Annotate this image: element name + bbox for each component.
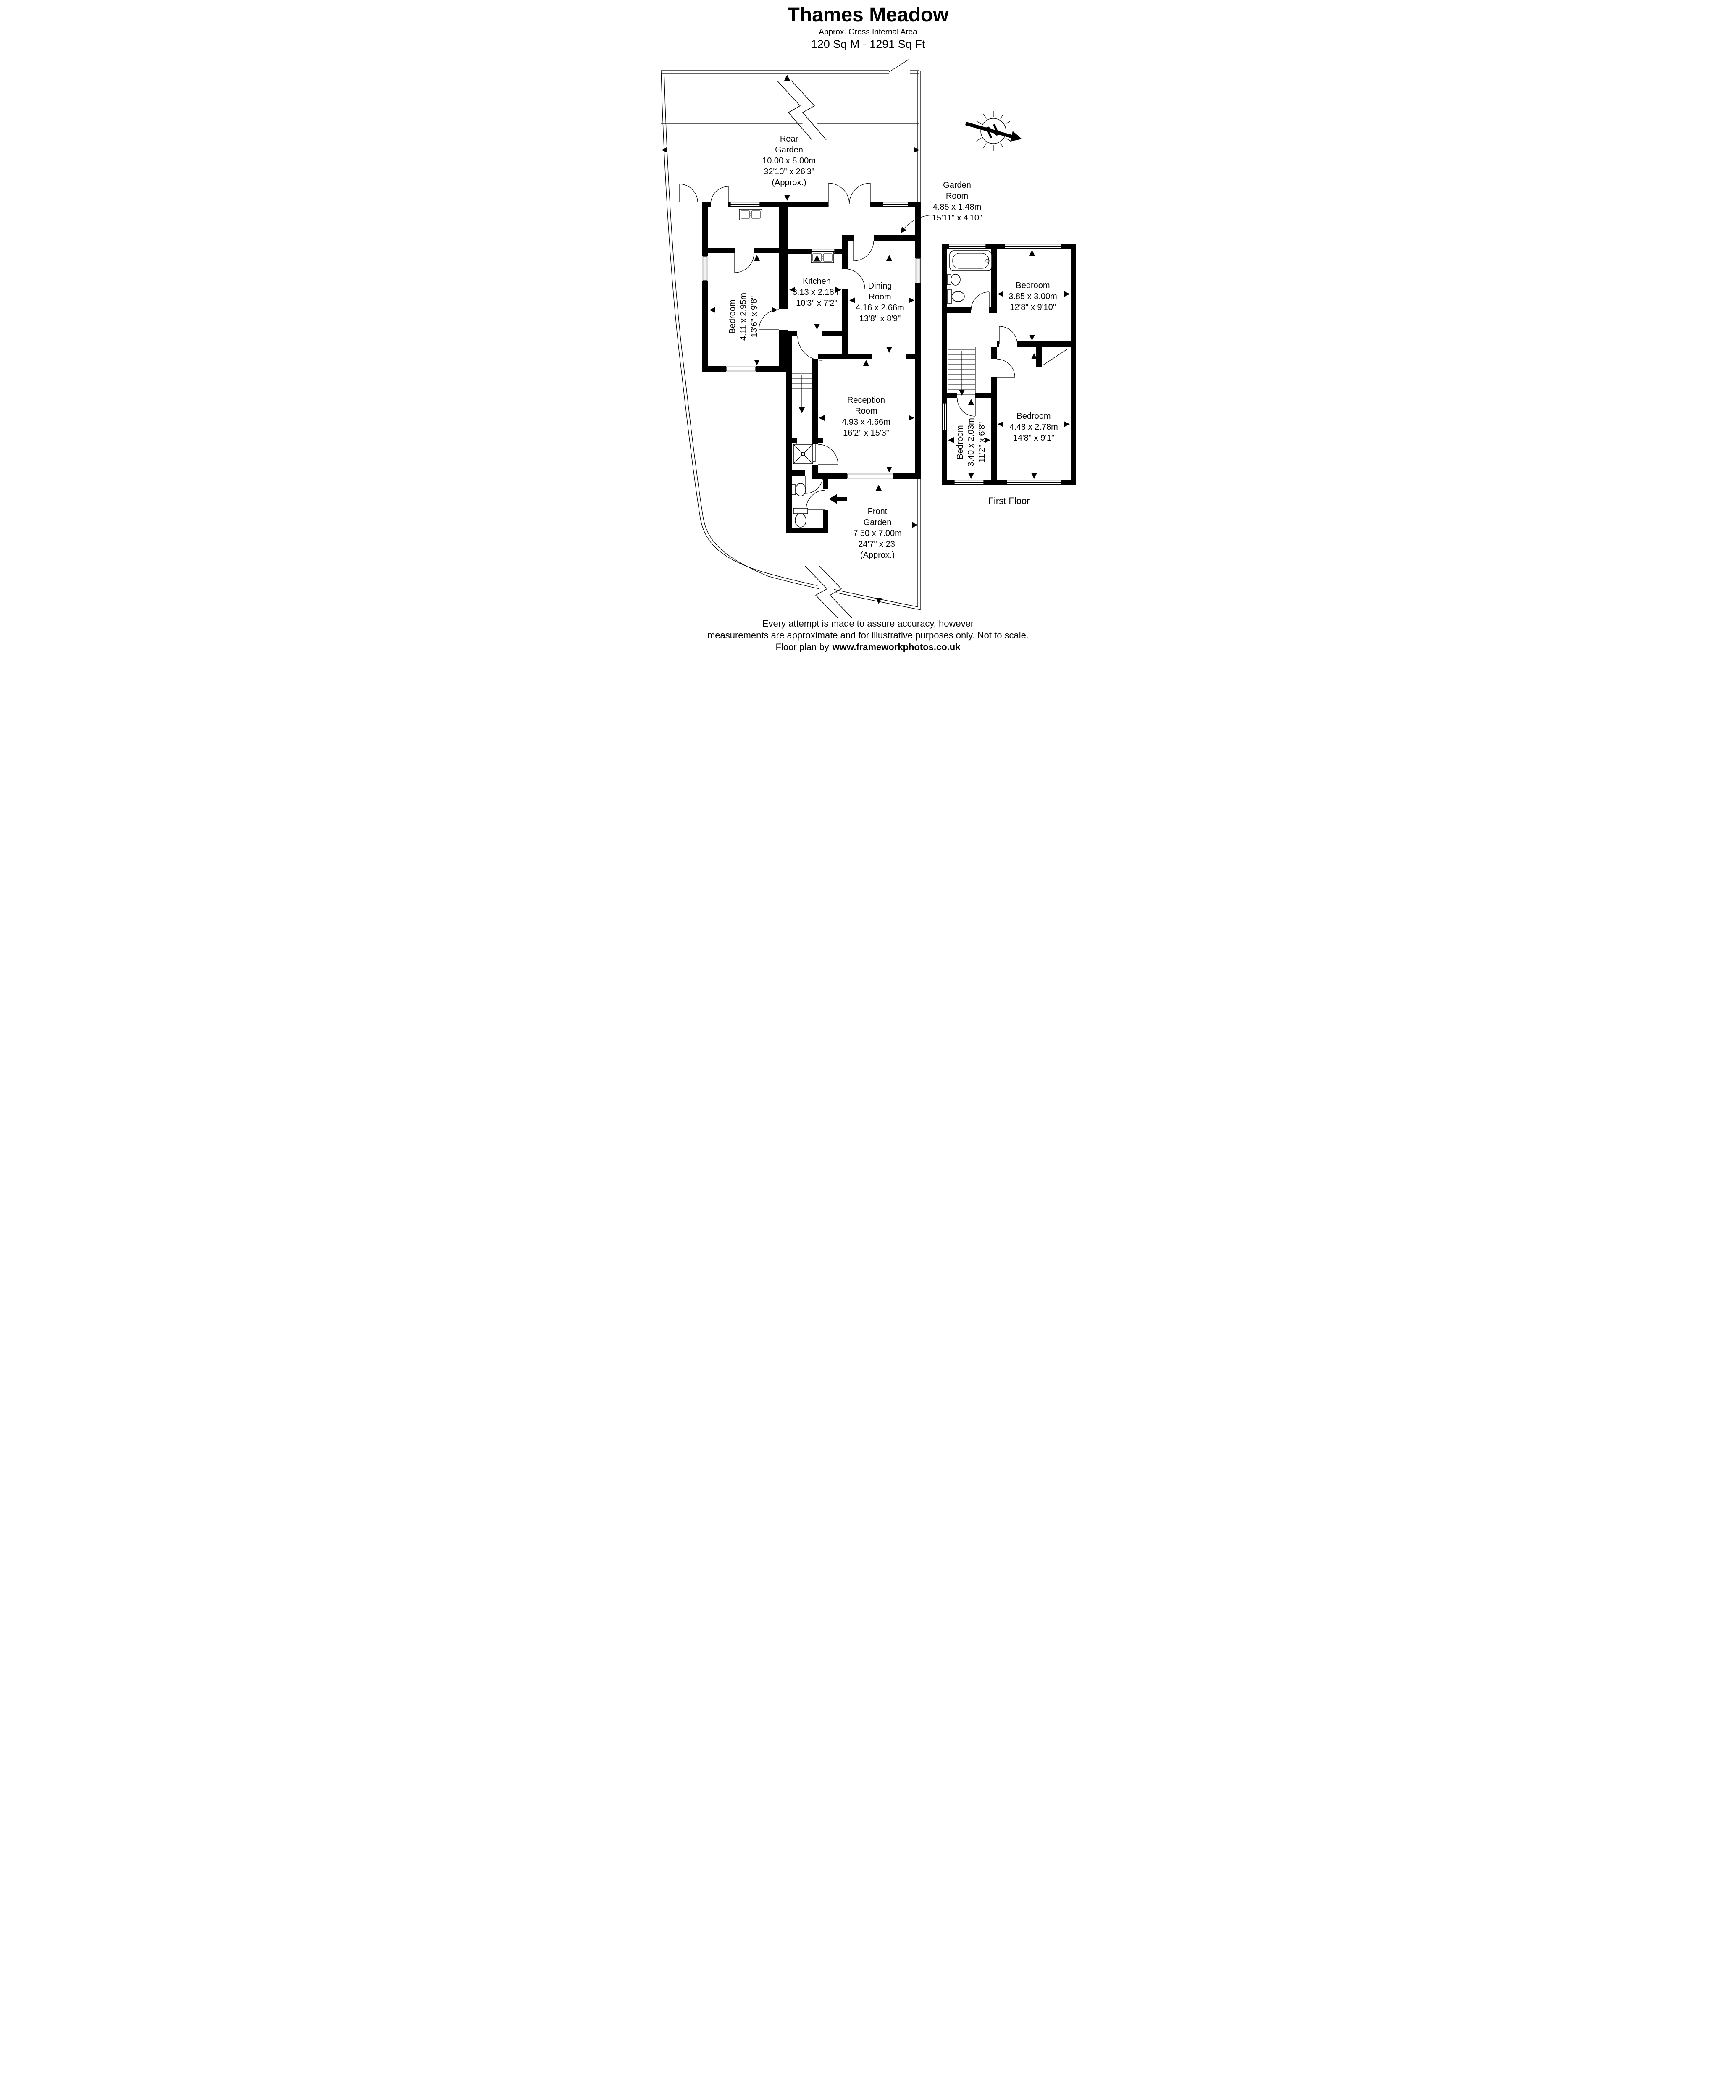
room-note: (Approx.): [860, 551, 895, 560]
room-imperial: 32'10" x 26'3": [764, 167, 814, 176]
room-imperial: 10'3" x 7'2": [796, 299, 838, 308]
room-label-bedroom-one: Bedroom 3.85 x 3.00m 12'8" x 9'10": [994, 280, 1072, 313]
stairs-ground: [792, 373, 812, 413]
room-label-rear-garden: Rear Garden 10.00 x 8.00m 32'10" x 26'3"…: [747, 134, 831, 188]
bathroom-basin-icon: [946, 274, 961, 286]
room-label-bedroom-two: Bedroom 4.48 x 2.78m 14'8" x 9'1": [995, 411, 1073, 444]
gross-area: 120 Sq M - 1291 Sq Ft: [811, 38, 925, 50]
room-label-bedroom-ground: Bedroom 4.11 x 2.95m 13'6" x 9'8": [727, 279, 760, 354]
room-name: Kitchen: [803, 277, 831, 286]
room-name: Reception Room: [847, 396, 885, 416]
break-line-bottom: [804, 566, 853, 619]
shower-icon: [793, 444, 813, 464]
bath-icon: [949, 250, 992, 271]
room-imperial: 13'8" x 8'9": [859, 314, 901, 323]
toilet-icon: [793, 508, 808, 528]
room-imperial: 15'11" x 4'10": [932, 213, 982, 223]
room-imperial: 13'6" x 9'8": [749, 296, 759, 338]
north-arrow-icon: N: [965, 111, 1022, 151]
room-name: Bedroom: [1016, 412, 1051, 421]
entrance-arrow-icon: [828, 494, 847, 504]
room-imperial: 16'2" x 15'3": [843, 428, 889, 438]
bathroom-toilet-icon: [946, 289, 965, 304]
first-floor-walls: [941, 244, 1076, 485]
disclaimer-line-1: Every attempt is made to assure accuracy…: [762, 618, 974, 629]
room-label-front-garden: Front Garden 7.50 x 7.00m 24'7" x 23' (A…: [835, 506, 921, 561]
floorplan-canvas: N: [660, 59, 1076, 619]
room-metric: 3.85 x 3.00m: [1009, 292, 1057, 301]
room-metric: 3.13 x 2.18m: [792, 288, 841, 297]
room-name: Bedroom: [1016, 281, 1050, 290]
room-name: Rear Garden: [775, 134, 803, 155]
cloakroom-basin-icon: [791, 483, 806, 496]
room-name: Dining Room: [868, 281, 892, 302]
room-name: Garden Room: [943, 181, 971, 201]
room-metric: 7.50 x 7.00m: [853, 529, 902, 538]
windows: [702, 202, 1062, 485]
room-metric: 10.00 x 8.00m: [762, 156, 816, 165]
room-metric: 4.11 x 2.95m: [738, 292, 748, 341]
room-label-dining-room: Dining Room 4.16 x 2.66m 13'8" x 8'9": [841, 281, 919, 324]
front-door: [805, 490, 825, 510]
garden-room-pointer-icon: [898, 215, 937, 235]
room-label-kitchen: Kitchen 3.13 x 2.18m 10'3" x 7'2": [779, 276, 855, 309]
room-imperial: 12'8" x 9'10": [1010, 303, 1056, 312]
page-subtitle: Approx. Gross Internal Area: [819, 28, 917, 37]
side-gate-door: [679, 184, 698, 203]
disclaimer-line-2: measurements are approximate and for ill…: [707, 630, 1029, 640]
closet-door-line: [1042, 348, 1068, 366]
utility-sink-icon: [738, 209, 762, 220]
room-name: Front Garden: [863, 507, 892, 527]
room-metric: 4.16 x 2.66m: [856, 303, 904, 312]
room-label-reception-room: Reception Room 4.93 x 4.66m 16'2" x 15'3…: [823, 395, 909, 438]
room-imperial: 14'8" x 9'1": [1013, 433, 1055, 443]
room-name: Bedroom: [955, 425, 965, 459]
room-label-garden-room: Garden Room 4.85 x 1.48m 15'11" x 4'10": [919, 180, 995, 223]
page-title: Thames Meadow: [787, 4, 949, 26]
first-floor-caption: First Floor: [988, 496, 1030, 506]
floorplan-page: Thames Meadow Approx. Gross Internal Are…: [637, 0, 1099, 654]
room-imperial: 11'2" x 6'8": [977, 422, 987, 463]
compass-n-label: N: [983, 121, 1001, 142]
room-metric: 4.48 x 2.78m: [1009, 423, 1058, 432]
stairs-first-floor: [947, 347, 976, 398]
ground-floor-walls: [702, 202, 921, 533]
credit-prefix: Floor plan by: [775, 642, 829, 652]
kitchen-sink-icon: [810, 252, 834, 263]
room-name: Bedroom: [727, 299, 737, 334]
credit-url: www.frameworkphotos.co.uk: [832, 642, 961, 652]
room-imperial: 24'7" x 23': [858, 540, 897, 549]
room-label-bedroom-three: Bedroom 3.40 x 2.03m 11'2" x 6'8": [955, 404, 987, 480]
room-metric: 4.93 x 4.66m: [842, 417, 890, 427]
room-note: (Approx.): [772, 178, 806, 187]
room-metric: 3.40 x 2.03m: [966, 418, 976, 467]
gate-line: [889, 59, 909, 72]
room-metric: 4.85 x 1.48m: [932, 202, 982, 212]
break-line-top: [776, 80, 827, 140]
